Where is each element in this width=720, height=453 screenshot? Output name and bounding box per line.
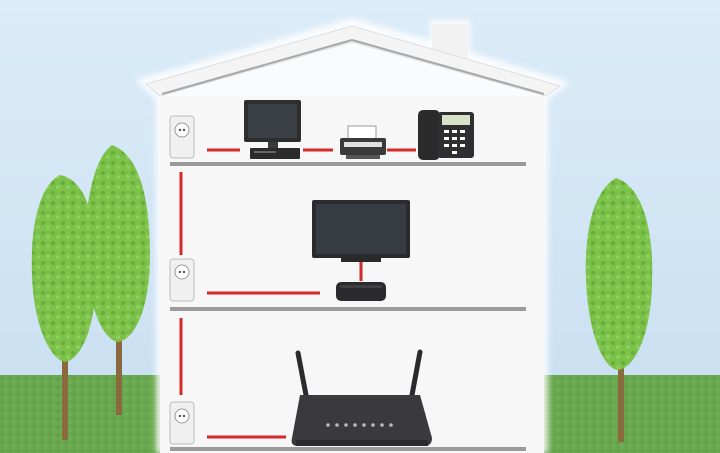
wifi-router-icon	[291, 349, 432, 446]
television-icon	[312, 200, 410, 262]
floor-line	[170, 162, 526, 166]
powerline-adapter-icon	[169, 401, 195, 445]
tree-icon	[585, 178, 653, 442]
desktop-computer-icon	[244, 100, 301, 159]
tree-icon	[31, 175, 97, 440]
floor-line	[170, 447, 526, 451]
printer-icon	[340, 125, 386, 159]
floor-line	[170, 307, 526, 311]
powerline-adapter-icon	[169, 115, 195, 159]
powerline-adapter-icon	[169, 258, 195, 302]
tree-icon	[85, 145, 150, 415]
media-box-icon	[336, 282, 386, 301]
network-cables	[179, 148, 416, 439]
desk-phone-icon	[418, 110, 474, 160]
